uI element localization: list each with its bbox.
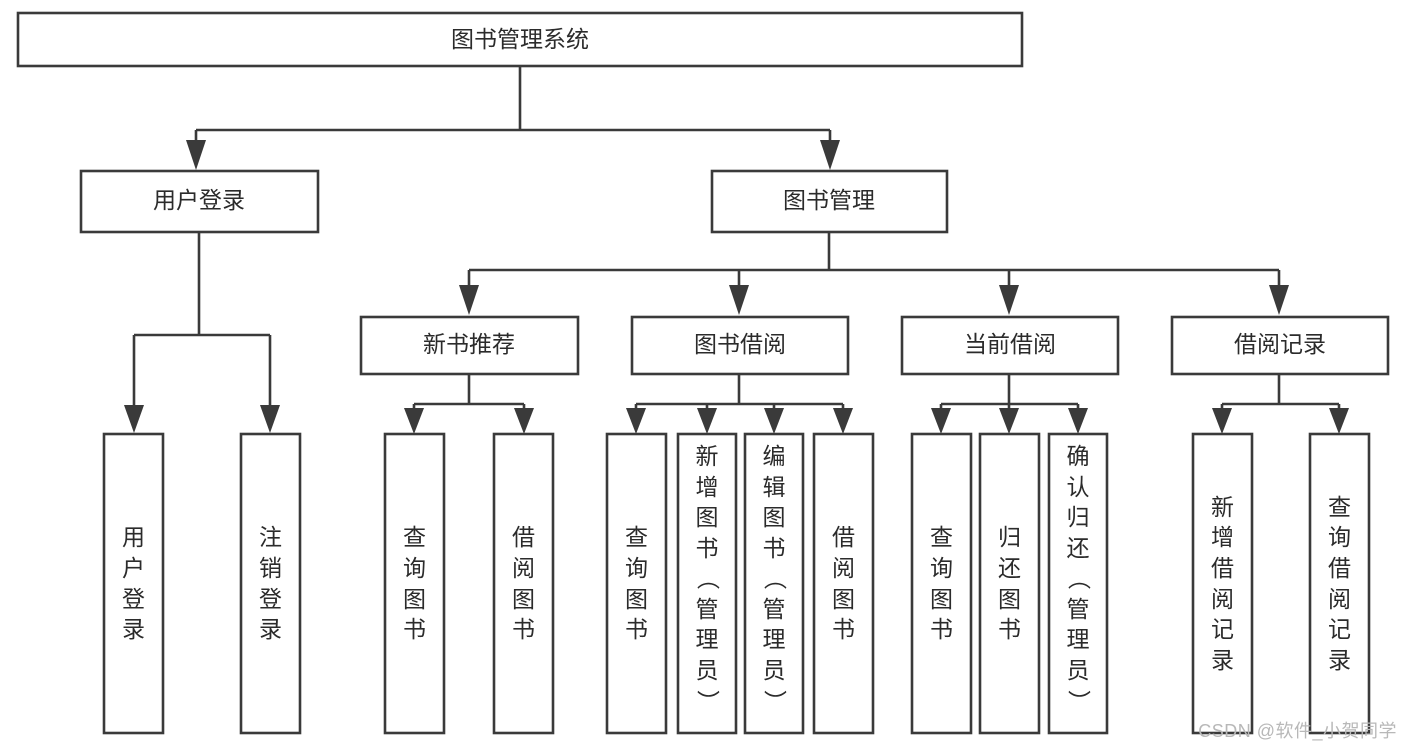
arrow-to-leaf-return-book <box>999 408 1019 434</box>
node-borrow-record[interactable]: 借阅记录 <box>1170 315 1390 376</box>
node-book-manage-box[interactable] <box>710 169 949 234</box>
arrow-to-leaf-add-record <box>1212 408 1232 434</box>
arrow-to-leaf-user-login <box>124 405 144 433</box>
arrow-to-leaf-query-record <box>1329 408 1349 434</box>
arrow-to-leaf-query-book-1 <box>404 408 424 434</box>
arrow-to-user-login <box>186 140 206 170</box>
connector-group-current-borrow <box>931 374 1088 434</box>
leaf-box-query-record[interactable] <box>1308 432 1371 735</box>
node-current-borrow[interactable]: 当前借阅 <box>900 315 1120 376</box>
arrow-to-leaf-borrow-book-1 <box>514 408 534 434</box>
node-borrow-record-box[interactable] <box>1170 315 1390 376</box>
leaf-box-return-book[interactable] <box>978 432 1041 735</box>
connector-group-new-book-rec <box>404 374 534 434</box>
connector-group-user-login <box>124 232 280 433</box>
node-new-book-rec-box[interactable] <box>359 315 580 376</box>
arrow-to-current-borrow <box>999 285 1019 315</box>
node-new-book-rec[interactable]: 新书推荐 <box>359 315 580 376</box>
node-user-login-box[interactable] <box>79 169 320 234</box>
leaf-box-borrow-book-2[interactable] <box>812 432 875 735</box>
node-book-borrow[interactable]: 图书借阅 <box>630 315 850 376</box>
arrow-to-leaf-edit-book-admin <box>764 408 784 434</box>
leaf-box-query-book-3[interactable] <box>910 432 973 735</box>
arrow-to-leaf-confirm-return-admin <box>1068 408 1088 434</box>
node-book-borrow-box[interactable] <box>630 315 850 376</box>
connector-group-root <box>186 66 840 170</box>
leaf-box-add-book-admin[interactable] <box>676 432 738 735</box>
arrow-to-book-borrow <box>729 285 749 315</box>
node-root-label: 图书管理系统 <box>451 26 589 52</box>
leaf-box-edit-book-admin[interactable] <box>743 432 805 735</box>
node-current-borrow-label: 当前借阅 <box>964 331 1056 357</box>
leaf-box-user-login[interactable] <box>102 432 165 735</box>
node-current-borrow-box[interactable] <box>900 315 1120 376</box>
arrow-to-borrow-record <box>1269 285 1289 315</box>
node-user-login[interactable]: 用户登录 <box>79 169 320 234</box>
connector-group-book-borrow <box>626 374 853 434</box>
node-borrow-record-label: 借阅记录 <box>1234 331 1326 357</box>
node-book-manage-label: 图书管理 <box>783 187 875 213</box>
connector-group-book-manage <box>459 232 1289 315</box>
leaf-box-add-record[interactable] <box>1191 432 1254 735</box>
node-root-box[interactable] <box>16 11 1024 68</box>
watermark-text: CSDN @软件_小贺同学 <box>1198 721 1397 741</box>
node-book-manage[interactable]: 图书管理 <box>710 169 949 234</box>
leaf-box-confirm-return-admin[interactable] <box>1047 432 1109 735</box>
leaf-box-borrow-book-1[interactable] <box>492 432 555 735</box>
arrow-to-leaf-add-book-admin <box>697 408 717 434</box>
arrow-to-leaf-query-book-2 <box>626 408 646 434</box>
arrow-to-leaf-logout <box>260 405 280 433</box>
arrow-to-leaf-borrow-book-2 <box>833 408 853 434</box>
node-new-book-rec-label: 新书推荐 <box>423 331 515 357</box>
connector-group-borrow-record <box>1212 374 1349 434</box>
node-book-borrow-label: 图书借阅 <box>694 331 786 357</box>
leaf-box-query-book-1[interactable] <box>383 432 446 735</box>
node-root[interactable]: 图书管理系统 <box>16 11 1024 68</box>
leaf-box-logout[interactable] <box>239 432 302 735</box>
leaf-boxes <box>102 432 1371 735</box>
arrow-to-new-book-rec <box>459 285 479 315</box>
arrow-to-book-manage <box>820 140 840 170</box>
node-user-login-label: 用户登录 <box>153 187 245 213</box>
leaf-box-query-book-2[interactable] <box>605 432 668 735</box>
arrow-to-leaf-query-book-3 <box>931 408 951 434</box>
